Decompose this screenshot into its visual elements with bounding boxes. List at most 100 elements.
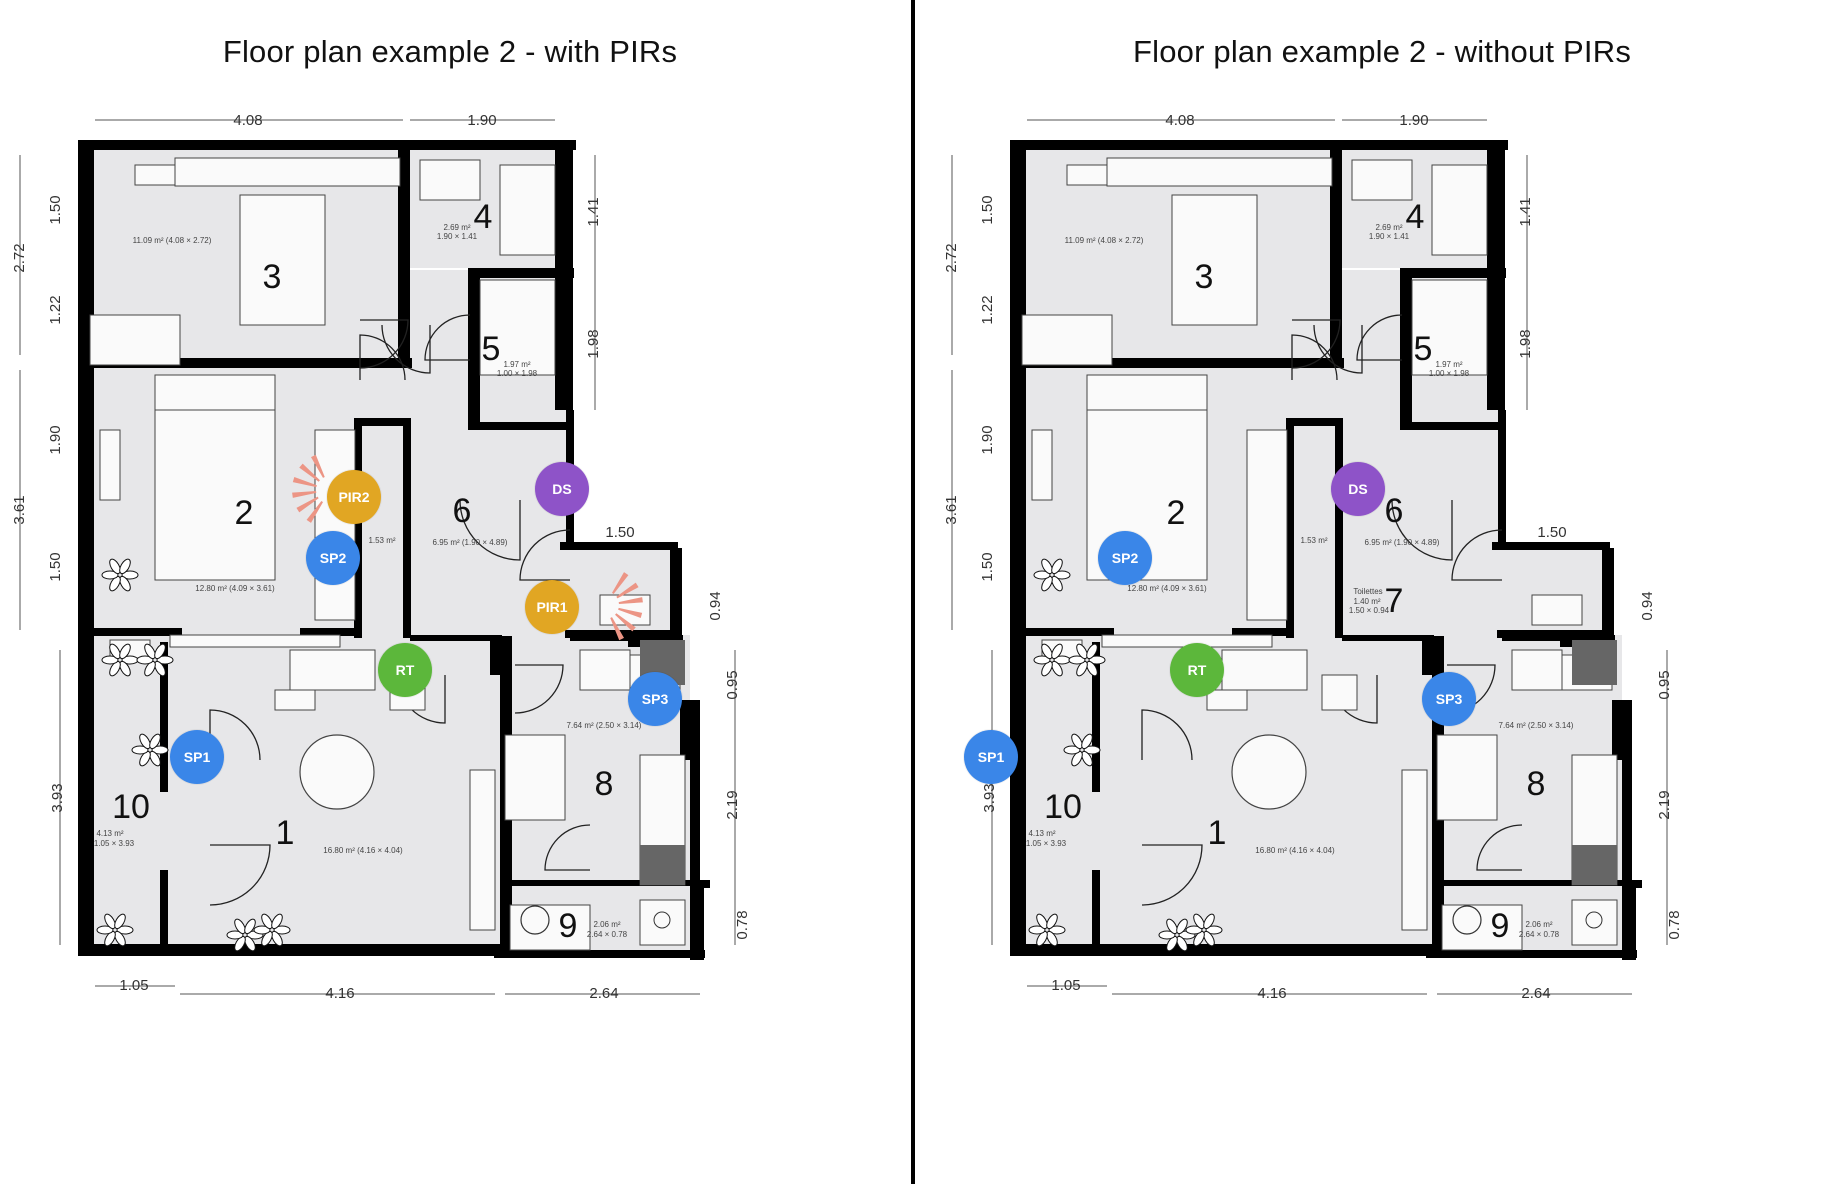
- wall: [1502, 635, 1572, 641]
- pir2-sensor: PIR2: [327, 470, 381, 524]
- plant-leaf: [119, 660, 131, 677]
- plant-leaf: [1051, 558, 1063, 575]
- wall: [670, 548, 682, 638]
- door-swing: [1141, 709, 1193, 761]
- room-number: 3: [1195, 258, 1214, 296]
- plant-leaf: [114, 913, 126, 930]
- pir-ray: [615, 613, 636, 632]
- pir-ray: [292, 476, 317, 488]
- room-area: 11.09 m² (4.08 × 2.72): [133, 236, 212, 245]
- room-number: 5: [1414, 330, 1433, 368]
- furniture: [1431, 164, 1488, 256]
- wall: [1014, 358, 1344, 368]
- plant-leaf: [261, 930, 273, 947]
- wall: [82, 628, 182, 636]
- room-number: 8: [595, 765, 614, 803]
- room-number: 9: [559, 907, 578, 945]
- wall: [82, 358, 412, 368]
- rt-sensor: RT: [1170, 643, 1224, 697]
- washer-drum: [520, 905, 550, 935]
- plant-leaf: [149, 750, 161, 767]
- wall: [160, 870, 168, 955]
- room-floor: [410, 270, 475, 645]
- dim-label: 1.41: [1517, 197, 1534, 226]
- dim-label: 3.61: [11, 495, 28, 524]
- plant-leaf: [121, 570, 139, 580]
- wall: [1422, 635, 1434, 675]
- plant-leaf: [1081, 750, 1093, 767]
- wall: [490, 635, 502, 675]
- wall: [1622, 885, 1636, 960]
- dim-label: 1.98: [585, 329, 602, 358]
- room-area: 1.40 m²: [1353, 597, 1380, 606]
- plant-leaf: [1046, 913, 1058, 930]
- plant-leaf: [1028, 925, 1046, 935]
- furniture: [99, 429, 121, 501]
- wall: [468, 268, 480, 428]
- room-area: 7.64 m² (2.50 × 3.14): [567, 721, 642, 730]
- furniture: [639, 899, 686, 946]
- plant-leaf: [1051, 643, 1063, 660]
- plant-leaf: [119, 558, 131, 575]
- furniture: [419, 159, 481, 201]
- plant-leaf: [271, 913, 283, 930]
- room-area: 6.95 m² (1.90 × 4.89): [433, 538, 508, 547]
- plant-leaf: [139, 750, 151, 767]
- wall: [500, 950, 705, 958]
- plant-leaf: [1071, 750, 1083, 767]
- door-swing: [1313, 324, 1363, 374]
- dim-label: 1.50: [1537, 524, 1566, 541]
- sp3-sensor: SP3: [1422, 672, 1476, 726]
- plant-leaf: [1041, 643, 1053, 660]
- furniture: [1571, 899, 1618, 946]
- room-number: 10: [112, 788, 150, 826]
- dim-label: 3.93: [49, 783, 66, 812]
- dim-label: 2.19: [724, 790, 741, 819]
- pir-ray: [299, 463, 320, 482]
- dim-label: 4.08: [1165, 112, 1194, 129]
- furniture: [239, 194, 326, 326]
- dim-label: 1.50: [605, 524, 634, 541]
- wall: [1497, 630, 1614, 638]
- dim-label: 4.16: [325, 985, 354, 1002]
- pir1-sensor: PIR1: [525, 580, 579, 634]
- rt-sensor: RT: [378, 643, 432, 697]
- furniture: [89, 314, 181, 366]
- pir-ray: [306, 501, 323, 523]
- dim-label: 1.90: [979, 425, 996, 454]
- wall: [1014, 628, 1114, 636]
- wall: [1286, 418, 1294, 638]
- dim-label: 1.22: [979, 295, 996, 324]
- room-area: 4.13 m²: [96, 829, 123, 838]
- plant-leaf: [234, 935, 246, 952]
- dim-label: 1.41: [585, 197, 602, 226]
- room-number: 6: [453, 492, 472, 530]
- plant-leaf: [119, 575, 131, 592]
- plant-leaf: [104, 930, 116, 947]
- furniture: [274, 689, 316, 711]
- door-swing: [1291, 334, 1338, 381]
- pir1-rays: [565, 565, 645, 645]
- door-swing: [519, 529, 571, 581]
- plant-leaf: [1083, 745, 1101, 755]
- dim-label: 0.94: [707, 591, 724, 620]
- plant-leaf: [1046, 930, 1058, 947]
- wall: [398, 140, 410, 362]
- door-swing: [359, 334, 406, 381]
- dim-label: 4.16: [1257, 985, 1286, 1002]
- wall: [1432, 880, 1642, 886]
- plant-leaf: [109, 660, 121, 677]
- dim-label: 3.61: [943, 495, 960, 524]
- pir-ray: [612, 572, 629, 594]
- dim-label: 0.94: [1639, 591, 1656, 620]
- wall: [468, 422, 574, 430]
- plant-leaf: [244, 918, 256, 935]
- plant-leaf: [114, 930, 126, 947]
- plant-leaf: [1041, 558, 1053, 575]
- kitchen-counter: [1572, 640, 1617, 685]
- dim-label: 1.50: [47, 552, 64, 581]
- plant-leaf: [101, 655, 119, 665]
